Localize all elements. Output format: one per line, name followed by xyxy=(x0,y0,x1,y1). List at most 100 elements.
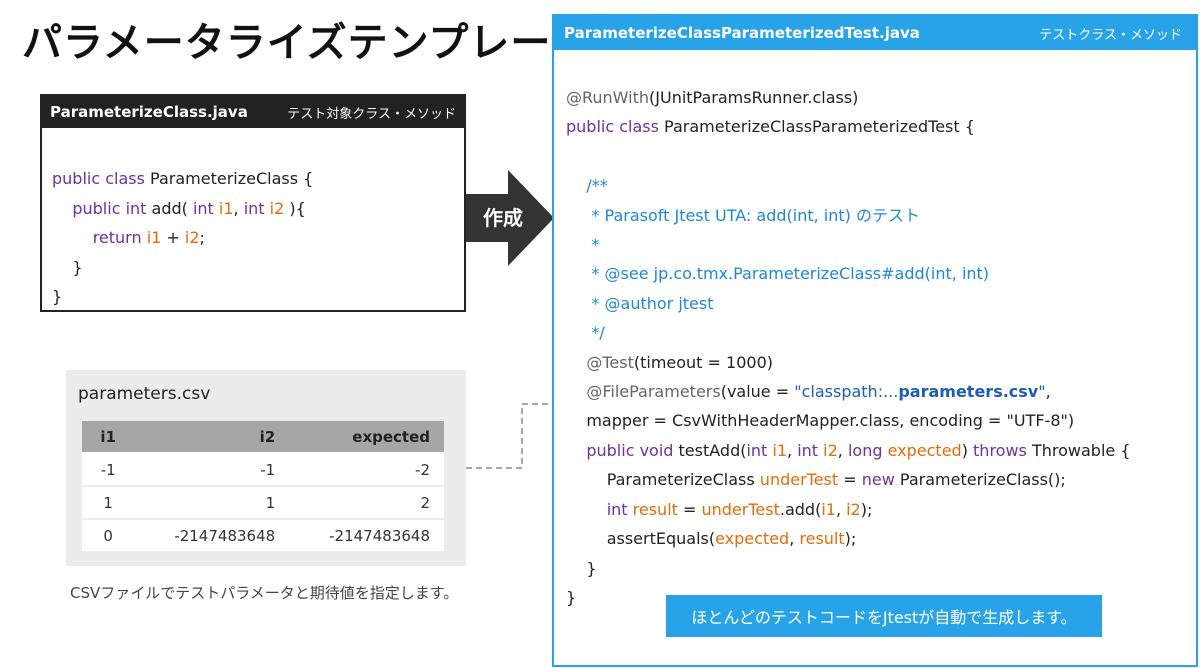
csv-panel: parameters.csv i1 i2 expected -1 -1 -2 1… xyxy=(66,370,466,566)
source-filename: ParameterizeClass.java xyxy=(50,103,248,121)
code-token: public int xyxy=(52,198,152,218)
code-line: } xyxy=(52,253,464,283)
code-token: expected xyxy=(887,440,962,460)
code-line: } xyxy=(566,583,1131,612)
code-line: public int add( int i1, int i2 ){ xyxy=(52,194,464,224)
code-line: public void testAdd(int i1, int i2, long… xyxy=(566,436,1131,465)
code-token: ParameterizeClass(); xyxy=(899,470,1066,490)
code-token: result xyxy=(632,499,678,519)
code-token: result xyxy=(799,529,845,549)
code-token: * Parasoft Jtest UTA: add(int, int) のテスト xyxy=(566,205,920,225)
code-token: (value = xyxy=(720,382,795,402)
code-token: new xyxy=(861,470,900,490)
code-token: long xyxy=(847,440,888,460)
code-token: underTest xyxy=(701,499,780,519)
code-token: } xyxy=(52,287,63,306)
code-token: i1 xyxy=(772,440,788,460)
code-token: } xyxy=(566,587,577,607)
table-cell: -2147483648 xyxy=(134,519,290,553)
code-line: * @author jtest xyxy=(566,289,1131,318)
code-token: ParameterizeClass { xyxy=(150,169,314,188)
code-token: ) xyxy=(961,440,974,460)
test-code-block: @RunWith(JUnitParamsRunner.class) public … xyxy=(566,83,1131,612)
code-token: int xyxy=(566,499,633,519)
code-token: , xyxy=(787,440,798,460)
code-token: "classpath:... xyxy=(794,382,899,402)
source-code-header: ParameterizeClass.java テスト対象クラス・メソッド xyxy=(42,96,464,128)
code-token: /** xyxy=(566,176,608,196)
table-row: 0 -2147483648 -2147483648 xyxy=(82,519,444,553)
code-token: i2 xyxy=(823,440,838,460)
code-token: i2 xyxy=(269,198,285,218)
test-filename: ParameterizeClassParameterizedTest.java xyxy=(564,24,920,42)
code-token: ParameterizeClassParameterizedTest { xyxy=(664,117,975,137)
code-token: add( xyxy=(151,198,193,218)
create-arrow-label: 作成 xyxy=(483,206,523,230)
code-token: public class xyxy=(52,169,151,188)
code-token: (JUnitParamsRunner.class) xyxy=(649,88,859,107)
csv-filename: parameters.csv xyxy=(78,384,211,404)
code-token: assertEquals( xyxy=(566,529,716,549)
code-token: ; xyxy=(199,228,205,247)
code-token: } xyxy=(52,257,83,277)
code-token: int xyxy=(243,198,270,218)
test-code-panel: ParameterizeClassParameterizedTest.java … xyxy=(552,14,1198,667)
code-line xyxy=(566,142,1131,171)
page-title: パラメータライズテンプレート xyxy=(22,20,593,66)
code-token: .add( xyxy=(779,499,822,519)
table-row: 1 1 2 xyxy=(82,486,444,520)
code-token: ); xyxy=(844,529,857,549)
code-line: public class ParameterizeClass { xyxy=(52,164,464,194)
code-token: * @author jtest xyxy=(566,293,714,313)
source-subtitle: テスト対象クラス・メソッド xyxy=(287,106,456,122)
code-token: public class xyxy=(566,117,665,137)
table-row: -1 -1 -2 xyxy=(82,453,444,487)
code-token: i2 xyxy=(184,228,200,247)
csv-header-i2: i2 xyxy=(134,421,290,454)
code-token: * @see jp.co.tmx.ParameterizeClass#add(i… xyxy=(566,264,990,284)
code-token: " xyxy=(1038,382,1046,402)
code-line: } xyxy=(566,554,1131,583)
code-line: @Test(timeout = 1000) xyxy=(566,348,1131,377)
code-line: int result = underTest.add(i1, i2); xyxy=(566,495,1131,524)
code-line: return i1 + i2; xyxy=(52,223,464,253)
code-token: , xyxy=(233,198,244,218)
create-arrow-icon xyxy=(466,170,554,266)
code-line: * Parasoft Jtest UTA: add(int, int) のテスト xyxy=(566,201,1131,230)
code-token: return xyxy=(52,228,147,247)
table-cell: 2 xyxy=(289,486,444,520)
code-line: @RunWith(JUnitParamsRunner.class) xyxy=(566,83,1131,112)
test-subtitle: テストクラス・メソッド xyxy=(1039,27,1182,43)
code-token: testAdd( xyxy=(678,440,747,460)
test-code-header: ParameterizeClassParameterizedTest.java … xyxy=(554,16,1196,50)
table-cell: -1 xyxy=(82,453,135,487)
source-code-block: public class ParameterizeClass { public … xyxy=(42,128,464,312)
table-cell: 0 xyxy=(82,519,135,553)
code-token: i1 xyxy=(146,228,162,247)
code-token: = xyxy=(677,499,702,519)
code-token: i1 xyxy=(218,198,234,218)
code-line: mapper = CsvWithHeaderMapper.class, enco… xyxy=(566,406,1131,435)
code-token: ); xyxy=(860,499,873,519)
csv-header-expected: expected xyxy=(289,421,444,454)
code-token: ParameterizeClass xyxy=(566,470,760,490)
table-cell: -1 xyxy=(134,453,290,487)
code-token: Throwable { xyxy=(1031,440,1131,460)
code-token: i1 xyxy=(821,499,836,519)
table-cell: 1 xyxy=(134,486,290,520)
code-token: } xyxy=(566,558,597,578)
code-line: } xyxy=(52,282,464,312)
code-token: , xyxy=(835,499,847,519)
code-token: (timeout = 1000) xyxy=(633,352,773,372)
code-token: throws xyxy=(973,440,1032,460)
code-line: @FileParameters(value = "classpath:...pa… xyxy=(566,377,1131,406)
code-line: ParameterizeClass underTest = new Parame… xyxy=(566,465,1131,494)
code-token: mapper = CsvWithHeaderMapper.class, enco… xyxy=(566,411,1075,431)
code-line: /** xyxy=(566,171,1131,200)
code-line: */ xyxy=(566,318,1131,347)
code-token: , xyxy=(1045,382,1051,402)
code-token: , xyxy=(837,440,848,460)
code-token: , xyxy=(789,529,800,549)
code-token: + xyxy=(161,228,185,247)
source-code-panel: ParameterizeClass.java テスト対象クラス・メソッド pub… xyxy=(40,94,466,312)
